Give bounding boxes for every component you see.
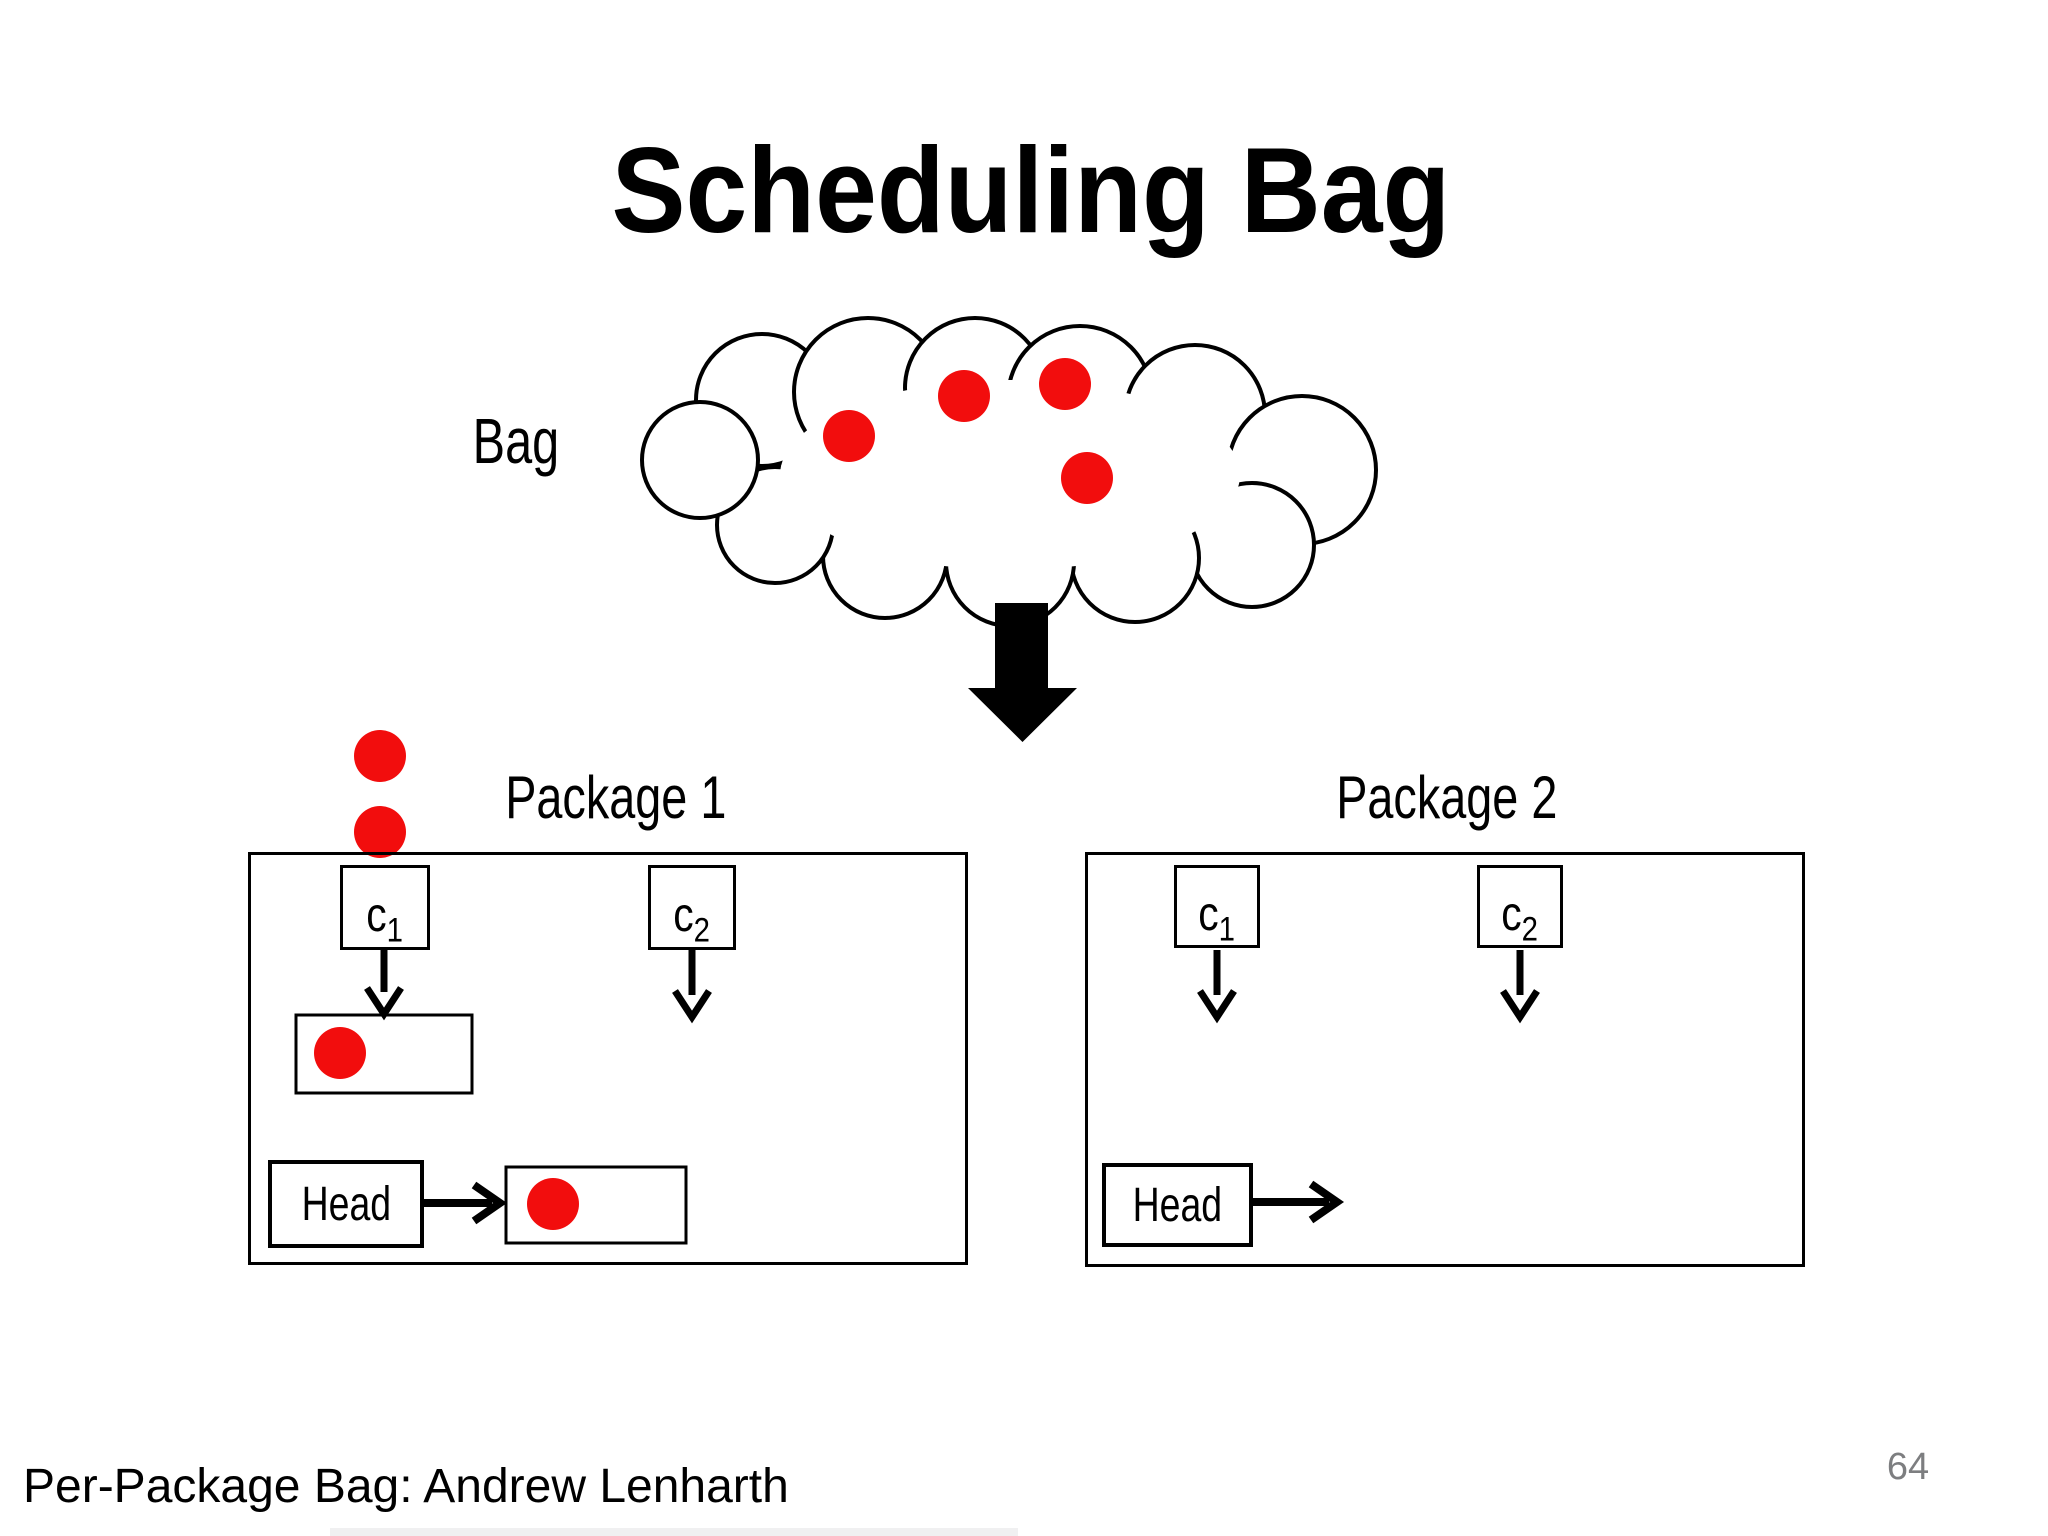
package2-label: Package 2 (1336, 764, 1558, 831)
package2-core2-box: c2 (1477, 865, 1563, 948)
task-dot (1039, 358, 1091, 410)
task-dot (354, 730, 406, 782)
package1-box (248, 852, 968, 1265)
package1-head-box: Head (268, 1160, 424, 1248)
package2-head-box: Head (1102, 1163, 1253, 1247)
package2-head-arrow (1253, 1180, 1345, 1224)
task-dot (1061, 452, 1113, 504)
page-number: 64 (1886, 1446, 1930, 1488)
package1-c1-arrow (364, 950, 404, 1021)
package1-core1-box: c1 (340, 865, 430, 950)
footer-credit: Per-Package Bag: Andrew Lenharth (23, 1460, 789, 1513)
core-arrows (364, 950, 1540, 1024)
bag-to-packages-arrow (968, 603, 1077, 742)
task-dot (354, 806, 406, 858)
package1-head-task-dots (527, 1178, 579, 1230)
package2-c2-arrow (1500, 950, 1540, 1024)
task-dot (527, 1178, 579, 1230)
package1-c2-arrow (672, 950, 712, 1024)
task-dot (938, 370, 990, 422)
bag-task-dots (823, 358, 1113, 504)
slide-title: Scheduling Bag (611, 122, 1451, 258)
package1-queue-task-dots (314, 1027, 366, 1079)
bag-label: Bag (472, 405, 560, 477)
package1-label: Package 1 (505, 764, 727, 831)
bag-cloud-shape (640, 316, 1378, 628)
task-dot (314, 1027, 366, 1079)
package2-c1-arrow (1197, 950, 1237, 1024)
package1-core2-box: c2 (648, 865, 736, 950)
head-arrows (424, 1180, 1345, 1225)
package1-head-arrow (424, 1181, 508, 1225)
package2-box (1085, 852, 1805, 1267)
package2-core1-box: c1 (1174, 865, 1260, 948)
incoming-task-dots (354, 730, 406, 858)
bottom-edge-strip (330, 1528, 1018, 1536)
task-dot (823, 410, 875, 462)
